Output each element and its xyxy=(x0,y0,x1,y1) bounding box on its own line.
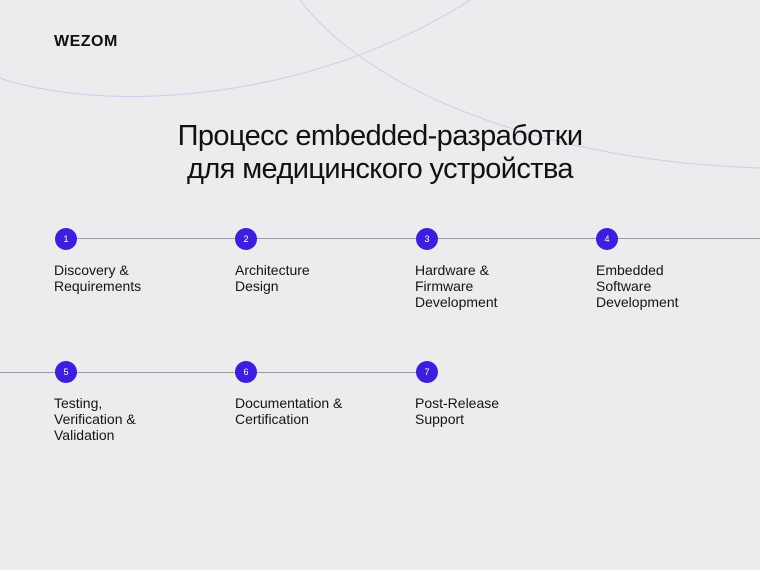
step-5-number: 5 xyxy=(63,367,69,377)
step-4-badge: 4 xyxy=(596,228,618,250)
step-3-number: 3 xyxy=(424,234,430,244)
step-3-label: Hardware & Firmware Development xyxy=(415,262,498,310)
step-7-number: 7 xyxy=(424,367,430,377)
timeline-line-row-2 xyxy=(0,372,427,373)
timeline-line-row-1 xyxy=(66,238,760,239)
step-7-badge: 7 xyxy=(416,361,438,383)
step-1-number: 1 xyxy=(63,234,69,244)
step-1-label: Discovery & Requirements xyxy=(54,262,142,294)
step-3-badge: 3 xyxy=(416,228,438,250)
step-2-number: 2 xyxy=(243,234,249,244)
step-2-badge: 2 xyxy=(235,228,257,250)
step-2-label: Architecture Design xyxy=(235,262,310,294)
step-7-label: Post-Release Support xyxy=(415,395,500,427)
page-title: Процесс embedded-разработки для медицинс… xyxy=(0,120,760,186)
logo-text: WEZOM xyxy=(54,33,118,50)
wezom-logo: WEZOM xyxy=(54,33,118,51)
title-line-1: Процесс embedded-разработки xyxy=(177,120,583,152)
step-5-badge: 5 xyxy=(55,361,77,383)
step-5-label: Testing, Verification & Validation xyxy=(54,395,136,443)
step-4-number: 4 xyxy=(604,234,610,244)
step-6-number: 6 xyxy=(243,367,249,377)
title-line-2: для медицинского устройства xyxy=(187,153,574,185)
step-6-badge: 6 xyxy=(235,361,257,383)
step-6-label: Documentation & Certification xyxy=(235,395,343,427)
step-1-badge: 1 xyxy=(55,228,77,250)
step-4-label: Embedded Software Development xyxy=(596,262,679,310)
